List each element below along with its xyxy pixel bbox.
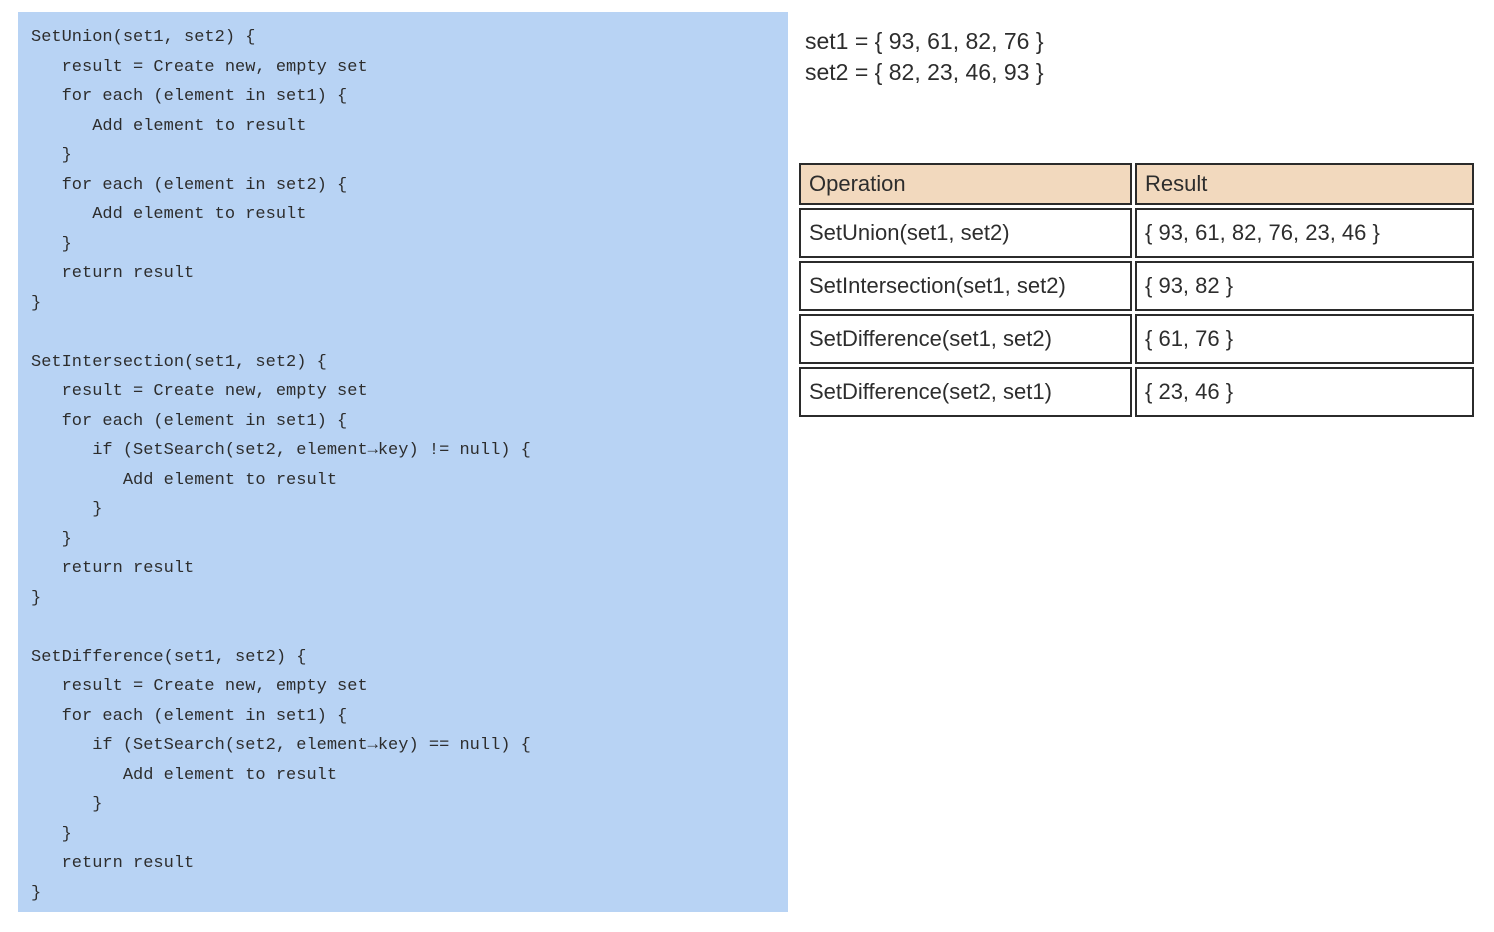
result-cell: { 93, 82 } xyxy=(1135,261,1474,311)
table-header-row: Operation Result xyxy=(799,163,1474,205)
table-row: SetIntersection(set1, set2) { 93, 82 } xyxy=(799,261,1474,311)
set-definitions: set1 = { 93, 61, 82, 76 } set2 = { 82, 2… xyxy=(805,26,1044,88)
operation-column-header: Operation xyxy=(799,163,1132,205)
operation-cell: SetDifference(set1, set2) xyxy=(799,314,1132,364)
result-cell: { 23, 46 } xyxy=(1135,367,1474,417)
table-row: SetUnion(set1, set2) { 93, 61, 82, 76, 2… xyxy=(799,208,1474,258)
result-cell: { 61, 76 } xyxy=(1135,314,1474,364)
operations-table: Operation Result SetUnion(set1, set2) { … xyxy=(796,160,1477,420)
table-row: SetDifference(set2, set1) { 23, 46 } xyxy=(799,367,1474,417)
table-row: SetDifference(set1, set2) { 61, 76 } xyxy=(799,314,1474,364)
operation-cell: SetUnion(set1, set2) xyxy=(799,208,1132,258)
set2-definition: set2 = { 82, 23, 46, 93 } xyxy=(805,59,1044,85)
pseudocode-panel: SetUnion(set1, set2) { result = Create n… xyxy=(18,12,788,912)
operation-cell: SetIntersection(set1, set2) xyxy=(799,261,1132,311)
pseudocode-text: SetUnion(set1, set2) { result = Create n… xyxy=(31,28,531,903)
operation-cell: SetDifference(set2, set1) xyxy=(799,367,1132,417)
result-column-header: Result xyxy=(1135,163,1474,205)
result-cell: { 93, 61, 82, 76, 23, 46 } xyxy=(1135,208,1474,258)
set1-definition: set1 = { 93, 61, 82, 76 } xyxy=(805,28,1044,54)
